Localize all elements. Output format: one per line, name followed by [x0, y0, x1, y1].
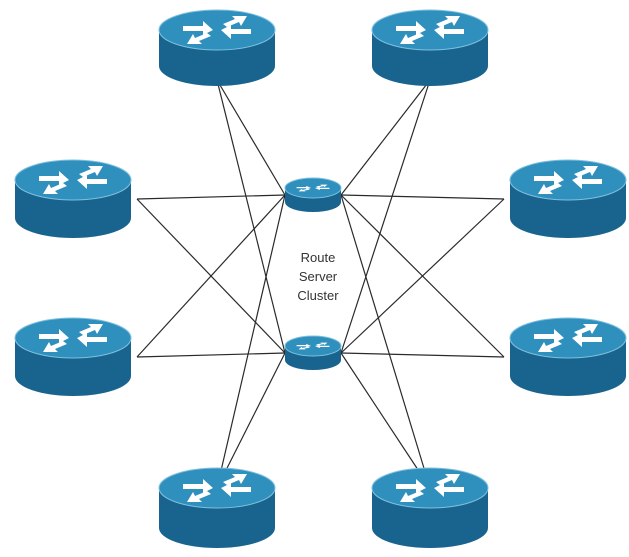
router-arrow-icon	[183, 21, 213, 35]
route-server-lower-icon	[284, 335, 342, 370]
router-arrow-icon	[396, 479, 426, 493]
route-server-cluster-label: Route Server Cluster	[290, 248, 346, 305]
router-arrow-icon	[572, 333, 602, 347]
link-router-top-right-to-route-server-lower	[340, 79, 431, 354]
router-arrow-icon	[538, 183, 562, 194]
router-arrow-icon	[221, 25, 251, 39]
router-arrow-icon	[534, 329, 564, 343]
route-server-upper-icon	[284, 177, 342, 212]
router-arrow-icon	[187, 33, 211, 44]
router-bottom-left-icon	[158, 467, 276, 548]
links-layer	[136, 79, 505, 489]
router-top-left-icon	[158, 9, 276, 86]
router-arrow-icon	[77, 175, 107, 189]
router-arrow-icon	[223, 474, 247, 485]
router-arrow-icon	[434, 483, 464, 497]
router-arrow-icon	[183, 479, 213, 493]
router-arrow-icon	[296, 343, 312, 348]
router-arrow-icon	[79, 324, 103, 335]
router-arrow-icon	[574, 166, 598, 177]
link-router-bottom-left-to-route-server-upper	[216, 194, 286, 489]
link-router-mid-lower-left-to-route-server-upper	[136, 194, 286, 358]
router-arrow-icon	[43, 183, 67, 194]
cluster-label-line-1: Route	[300, 250, 336, 265]
router-arrow-icon	[221, 483, 251, 497]
router-arrow-icon	[298, 188, 311, 192]
router-arrow-icon	[534, 171, 564, 185]
router-top-right-icon	[371, 9, 489, 86]
link-router-mid-upper-left-to-route-server-upper	[136, 194, 286, 200]
router-mid-upper-right-icon	[509, 159, 627, 238]
router-arrow-icon	[187, 491, 211, 502]
router-arrow-icon	[39, 329, 69, 343]
link-router-top-left-to-route-server-upper	[216, 79, 286, 196]
router-arrow-icon	[298, 346, 311, 350]
router-arrow-icon	[79, 166, 103, 177]
router-arrow-icon	[223, 16, 247, 27]
router-arrow-icon	[296, 185, 312, 190]
router-arrow-icon	[538, 341, 562, 352]
router-arrow-icon	[314, 344, 330, 349]
router-mid-upper-left-icon	[14, 159, 132, 238]
link-router-mid-lower-right-to-route-server-lower	[340, 352, 505, 358]
router-arrow-icon	[434, 25, 464, 39]
link-router-mid-lower-left-to-route-server-lower	[136, 352, 286, 358]
router-arrow-icon	[43, 341, 67, 352]
link-router-bottom-left-to-route-server-lower	[216, 352, 286, 489]
link-router-mid-upper-right-to-route-server-upper	[340, 194, 505, 200]
router-mid-lower-right-icon	[509, 317, 627, 396]
router-bottom-right-icon	[371, 467, 489, 548]
router-arrow-icon	[436, 474, 460, 485]
router-arrow-icon	[436, 16, 460, 27]
router-arrow-icon	[400, 491, 424, 502]
cluster-label-line-3: Cluster	[297, 288, 339, 303]
router-mid-lower-left-icon	[14, 317, 132, 396]
link-router-mid-lower-right-to-route-server-upper	[340, 194, 505, 358]
router-arrow-icon	[39, 171, 69, 185]
router-arrow-icon	[314, 186, 330, 191]
router-arrow-icon	[315, 342, 328, 346]
router-arrow-icon	[315, 184, 328, 188]
router-arrow-icon	[574, 324, 598, 335]
router-arrow-icon	[400, 33, 424, 44]
router-arrow-icon	[396, 21, 426, 35]
router-arrow-icon	[572, 175, 602, 189]
link-router-bottom-right-to-route-server-lower	[340, 352, 431, 489]
cluster-label-line-2: Server	[298, 269, 338, 284]
link-router-top-right-to-route-server-upper	[340, 79, 431, 196]
link-router-top-left-to-route-server-lower	[216, 79, 286, 354]
nodes-layer	[14, 9, 627, 548]
link-router-bottom-right-to-route-server-upper	[340, 194, 431, 489]
router-arrow-icon	[77, 333, 107, 347]
